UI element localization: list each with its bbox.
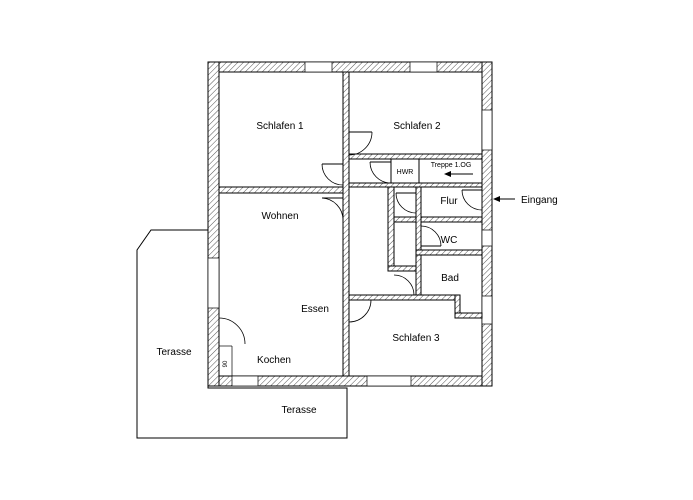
door-wohnen [321,197,344,221]
outer-wall-right [481,61,493,387]
wall-core-left [387,186,395,272]
room-label-schlafen2: Schlafen 2 [393,121,441,132]
door-hwr [369,161,392,184]
outer-wall-left [207,61,220,387]
room-label-wc: WC [441,235,458,246]
window-top-2 [409,61,438,73]
room-label-essen: Essen [301,304,329,315]
wall-s3-step-h [454,312,483,319]
dimension-label: 90 [223,360,229,367]
window-right-3 [481,295,493,325]
window-left-1 [207,257,220,309]
door-schlafen3 [348,299,372,323]
wall-wc-bottom [415,249,483,256]
room-label-bad: Bad [441,273,459,284]
dimension-marker: 90 [219,345,233,377]
room-label-kochen: Kochen [257,355,291,366]
window-bottom-1 [231,375,259,387]
door-entrance [461,189,483,211]
room-label-schlafen1: Schlafen 1 [256,121,304,132]
wall-s1-wohnen [218,186,347,194]
window-right-1 [481,109,493,151]
wall-core-top [348,182,483,188]
room-label-flur: Flur [440,196,458,207]
stair-arrow [444,171,473,177]
entrance-label: Eingang [521,195,558,206]
door-schlafen1 [321,163,344,186]
door-flur-inner [395,192,417,214]
terrace-label-bottom: Terasse [281,405,316,416]
door-bad [393,274,415,296]
window-bottom-2 [366,375,412,387]
room-label-treppe: Treppe 1.OG [431,162,472,169]
window-right-2 [481,229,493,247]
room-label-schlafen3: Schlafen 3 [392,333,440,344]
terrace-label-left: Terasse [156,347,191,358]
terrace-outline [136,229,348,439]
room-label-hwr: HWR [397,169,414,176]
door-terrace [218,317,246,345]
wall-s2-bottom [348,153,483,160]
wall-bad-left [415,254,422,296]
outer-wall-top [207,61,493,73]
door-schlafen2 [348,131,373,156]
wall-flur-bottom [393,216,483,223]
window-top-1 [304,61,333,73]
wall-vertical-center [342,71,350,377]
wall-s3-top [348,294,460,301]
door-wc [420,225,442,247]
room-label-wohnen: Wohnen [261,211,298,222]
wall-wc-left [415,186,422,255]
entrance-arrow [493,196,515,202]
